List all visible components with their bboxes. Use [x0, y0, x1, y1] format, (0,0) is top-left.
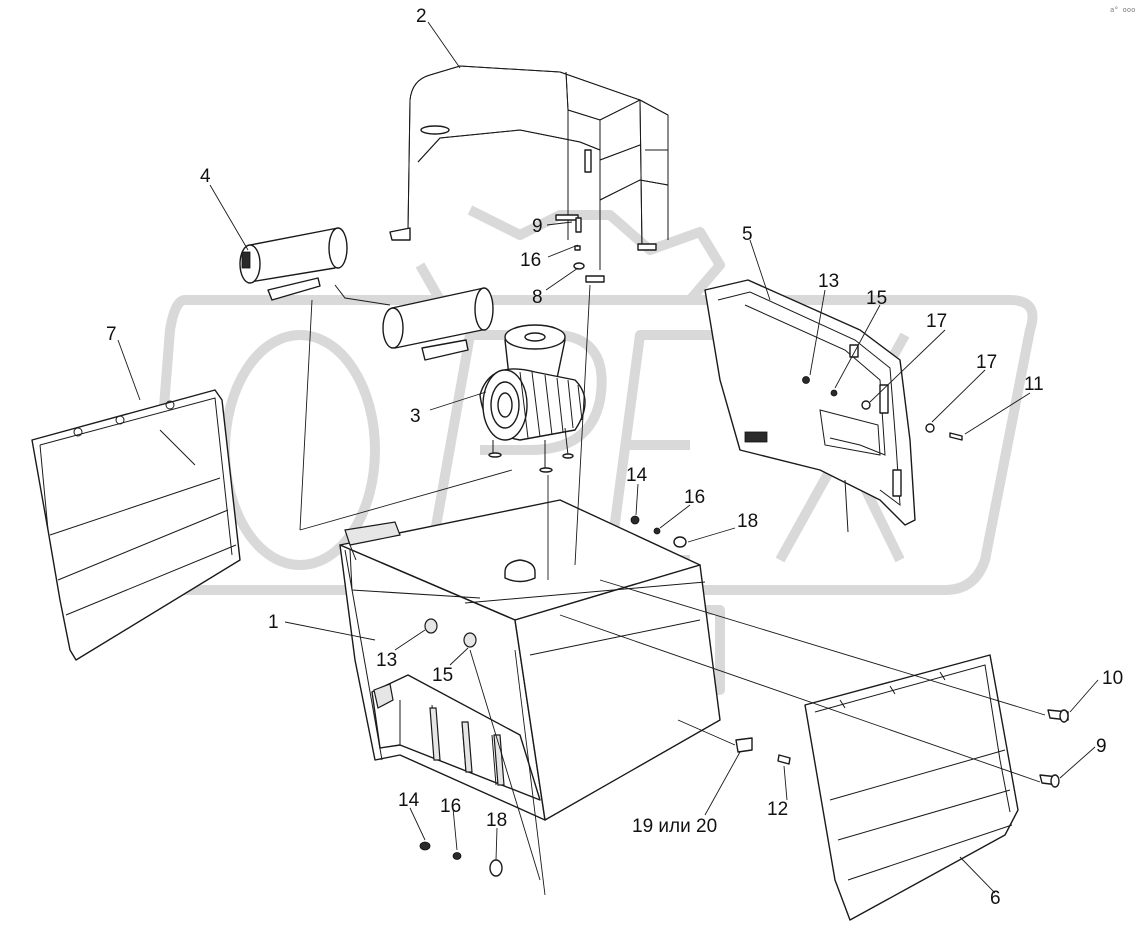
left-side-panel [31, 389, 241, 661]
callout-12: 12 [767, 799, 788, 820]
air-filter-unit [479, 324, 586, 473]
callout-9-top: 9 [532, 216, 543, 237]
callout-14-bottom: 14 [398, 790, 420, 811]
callout-3: 3 [410, 406, 421, 427]
callout-10: 10 [1102, 668, 1123, 689]
callout-9-right: 9 [1096, 736, 1107, 757]
callout-15-door: 15 [866, 288, 887, 309]
callout-17-door: 17 [926, 311, 947, 332]
callout-13-box: 13 [376, 650, 397, 671]
main-housing-box [339, 499, 791, 821]
callout-6: 6 [990, 888, 1001, 909]
callout-4: 4 [200, 166, 211, 187]
callout-11: 11 [1024, 374, 1044, 395]
callout-19-or-20: 19 или 20 [632, 816, 717, 837]
callout-16-top: 16 [520, 250, 541, 271]
leader-lines [117, 21, 1099, 896]
air-receiver-tanks [239, 227, 494, 361]
right-door-panel [704, 279, 963, 533]
callout-14-top: 14 [626, 465, 648, 486]
callout-7: 7 [106, 324, 117, 345]
callout-17-right: 17 [976, 352, 997, 373]
callout-labels: 1 2 3 4 5 6 7 8 9 9 10 11 12 13 13 14 14… [106, 6, 1123, 909]
callout-18-bottom: 18 [486, 810, 507, 831]
callout-1: 1 [268, 612, 279, 633]
callout-16-bottom: 16 [440, 796, 461, 817]
rear-side-panel [804, 654, 1069, 921]
handrail-frame [389, 65, 669, 283]
callout-18-top: 18 [737, 511, 758, 532]
callout-8: 8 [532, 287, 543, 308]
callout-2: 2 [416, 6, 427, 27]
callout-16-mid: 16 [684, 487, 705, 508]
corner-mark: a° ooo [1110, 6, 1135, 14]
callout-5: 5 [742, 224, 753, 245]
callout-15-box: 15 [432, 665, 453, 686]
callout-13-door: 13 [818, 271, 839, 292]
